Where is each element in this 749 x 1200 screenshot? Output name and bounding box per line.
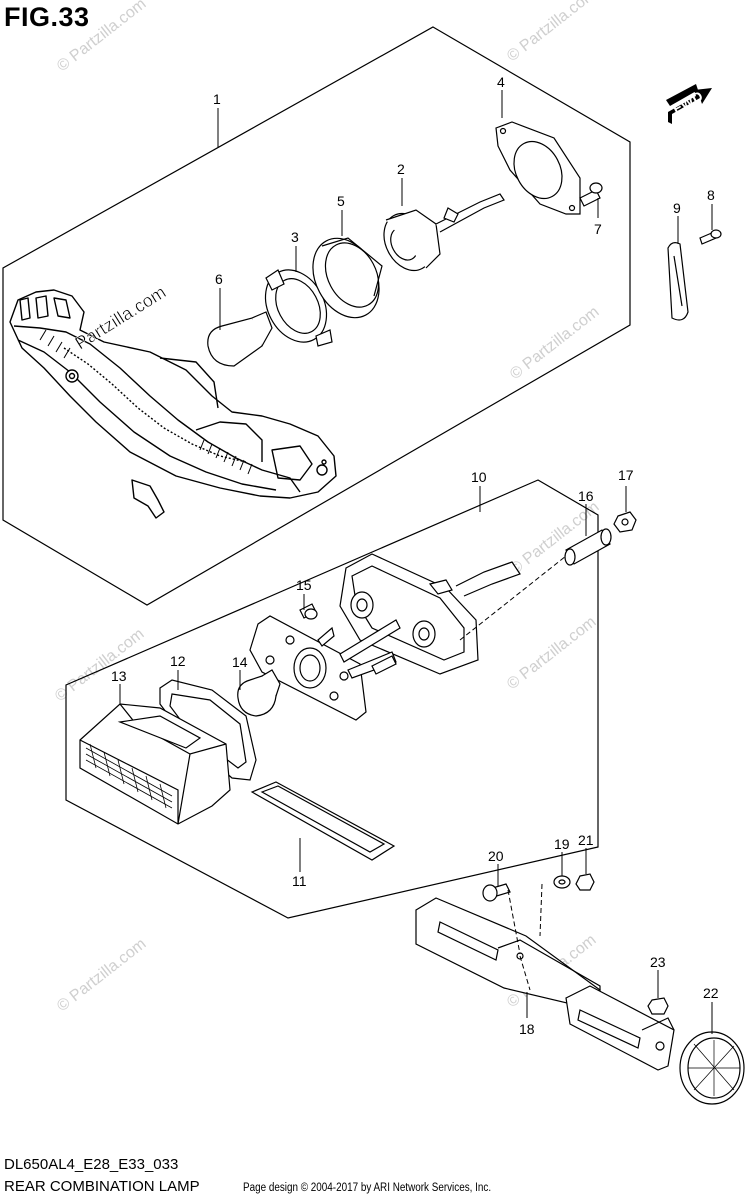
nut-21 [575,873,595,891]
fwd-arrow-icon: FWD [666,84,712,124]
reflector-22 [679,1031,745,1105]
callout-15: 15 [296,577,312,593]
watermark: © Partzilla.com [507,303,602,383]
watermark: © Partzilla.com [54,935,149,1015]
callout-10: 10 [471,469,487,485]
bracket-18 [415,897,675,1071]
strap-9 [667,242,689,321]
nut-17 [613,511,637,533]
figure-title: FIG.33 [4,2,90,32]
group-frames [2,26,631,919]
callout-14: 14 [232,654,248,670]
washer-19 [553,875,571,889]
ring-3 [264,269,333,347]
nut-23 [647,997,669,1015]
callout-1: 1 [213,91,221,107]
callout-21: 21 [578,832,594,848]
bulb-6 [207,311,273,367]
callout-8: 8 [707,187,715,203]
leader-lines [119,90,713,1034]
watermark: © Partzilla.com [504,0,599,65]
section-title: REAR COMBINATION LAMP [4,1178,200,1195]
rear-lamp-housing [9,289,337,519]
watermark: © Partzilla.com [504,613,599,693]
callout-labels: 1 2 3 4 5 6 7 8 9 10 11 12 13 14 15 16 1… [111,74,719,1037]
lens-prism-pattern [85,743,173,809]
collar-16 [564,528,612,566]
group-frame-rear-lamp [2,26,631,606]
socket-2 [383,193,505,272]
callout-19: 19 [554,836,570,852]
callout-3: 3 [291,229,299,245]
callout-5: 5 [337,193,345,209]
callout-12: 12 [170,653,186,669]
screw-7 [579,182,603,207]
callout-22: 22 [703,985,719,1001]
lens-13 [79,703,231,825]
gasket-4 [495,121,581,215]
license-lamp-base [249,615,401,721]
cushion-11 [250,781,396,861]
callout-13: 13 [111,668,127,684]
group-frame-license-lamp [65,479,599,919]
bulb-14 [237,669,281,717]
callout-6: 6 [215,271,223,287]
callout-23: 23 [650,954,666,970]
callout-16: 16 [578,488,594,504]
dashed-guides [459,555,567,991]
callout-17: 17 [618,467,634,483]
callout-18: 18 [519,1021,535,1037]
callout-20: 20 [488,848,504,864]
partzilla-brand-text: Partzilla.com [72,282,170,354]
screw-20 [482,883,511,902]
model-code: DL650AL4_E28_E33_033 [4,1156,179,1173]
callout-9: 9 [673,200,681,216]
screw-15 [299,603,318,620]
callout-4: 4 [497,74,505,90]
rear-lamp-ribs [39,329,253,475]
screw-8 [699,229,722,245]
sleeve-5 [312,237,383,319]
copyright-notice: Page design © 2004-2017 by ARI Network S… [243,1182,492,1194]
callout-7: 7 [594,221,602,237]
callout-11: 11 [292,873,307,889]
callout-2: 2 [397,161,405,177]
